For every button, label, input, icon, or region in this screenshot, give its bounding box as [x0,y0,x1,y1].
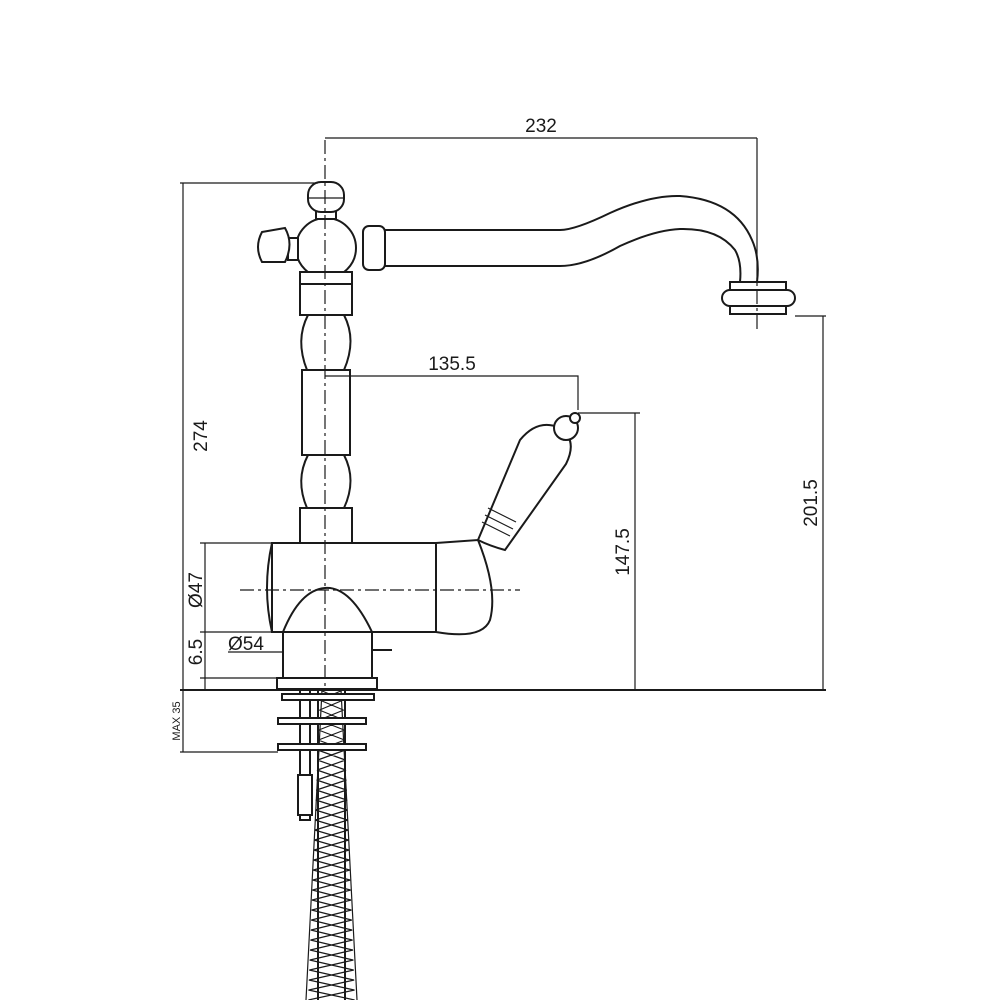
lever-handle [435,412,581,636]
dim-spout-height: 201.5 [801,479,822,527]
dimension-lines [180,137,826,753]
braided-hose [308,689,355,1000]
dim-total-height: 274 [191,420,212,452]
dim-handle-height: 147.5 [613,528,634,576]
column [299,281,353,544]
dim-handle-offset: 135.5 [428,354,476,375]
spout [362,194,796,315]
dim-base-diameter: Ø54 [228,634,264,655]
diverter-hub [257,181,357,285]
faucet-base [276,631,392,690]
dim-max-deck-thickness: MAX 35 [171,701,183,740]
braid-pattern [308,689,355,1000]
dim-body-diameter: Ø47 [186,572,207,608]
dim-spout-reach: 232 [525,116,557,137]
supply-hoses [277,689,375,1000]
mixer-body [266,542,437,633]
dim-base-height: 6.5 [186,639,207,665]
